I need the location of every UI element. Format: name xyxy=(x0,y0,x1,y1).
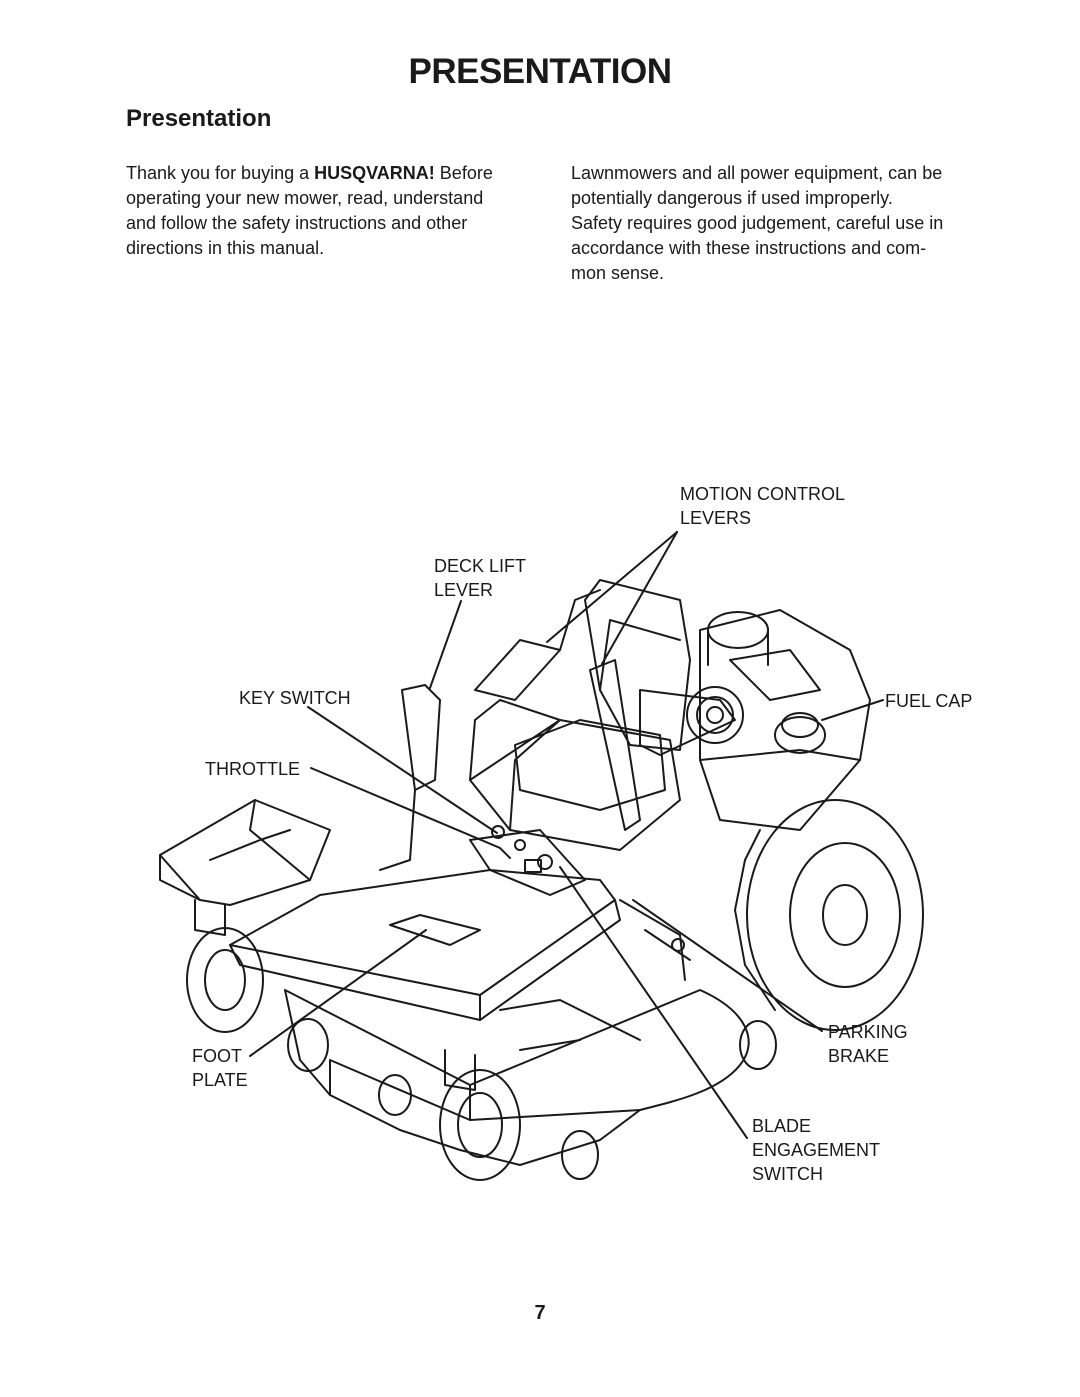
intro-left-line-2: operating your new mower, read, understa… xyxy=(126,188,484,208)
leader-deck-lift xyxy=(429,600,462,689)
page-number: 7 xyxy=(534,1302,546,1324)
intro-left-line-1: Thank you for buying a HUSQVARNA! Before xyxy=(126,163,493,183)
motion-lever-left xyxy=(474,639,561,701)
brand-name: HUSQVARNA! xyxy=(314,163,435,183)
intro-right-line-4: accordance with these instructions and c… xyxy=(571,238,927,258)
intro-right-line-1: Lawnmowers and all power equipment, can … xyxy=(571,163,943,183)
caster-front-left xyxy=(186,927,264,1033)
page-title: PRESENTATION xyxy=(408,52,673,91)
leader-throttle xyxy=(310,767,511,859)
leader-foot-plate xyxy=(249,929,427,1057)
chassis-body xyxy=(469,719,681,851)
callout-throttle: THROTTLE xyxy=(205,759,301,779)
discharge-chute xyxy=(159,799,331,906)
callout-fuel-cap: FUEL CAP xyxy=(885,691,973,711)
intro-right-line-2: potentially dangerous if used improperly… xyxy=(571,188,893,208)
control-panel xyxy=(469,829,586,896)
leader-motion-control-left xyxy=(546,531,678,643)
leader-fuel-cap xyxy=(821,699,884,721)
intro-left-line-4: directions in this manual. xyxy=(126,238,325,258)
leader-key-switch xyxy=(307,706,498,834)
cutting-deck xyxy=(284,989,750,1166)
callout-key-switch: KEY SWITCH xyxy=(239,688,351,708)
leader-motion-control-right xyxy=(601,531,678,665)
air-filter xyxy=(707,611,769,649)
section-heading: Presentation xyxy=(126,105,272,132)
callout-blade-engagement-switch: BLADE ENGAGEMENT SWITCH xyxy=(752,1116,881,1184)
intro-left-line-3: and follow the safety instructions and o… xyxy=(126,213,468,233)
intro-paragraph-left: Thank you for buying a HUSQVARNA! Before… xyxy=(126,161,536,261)
leader-blade-engagement xyxy=(559,866,748,1139)
intro-right-line-5: mon sense. xyxy=(571,263,665,283)
rear-wheel xyxy=(746,799,924,1031)
callout-deck-lift-lever: DECK LIFT LEVER xyxy=(434,556,527,600)
deck-lift-lever-shape xyxy=(401,684,441,791)
fuel-cap-shape xyxy=(774,716,826,754)
seat-cushion xyxy=(514,719,666,811)
seat-back xyxy=(584,579,691,751)
intro-paragraph-right: Lawnmowers and all power equipment, can … xyxy=(571,161,991,286)
callout-foot-plate: FOOT PLATE xyxy=(192,1046,248,1090)
motion-lever-right xyxy=(589,659,641,831)
callout-motion-control-levers: MOTION CONTROL LEVERS xyxy=(680,484,845,528)
callout-parking-brake: PARKING BRAKE xyxy=(828,1022,908,1066)
leader-parking-brake xyxy=(632,899,823,1032)
intro-right-line-3: Safety requires good judgement, careful … xyxy=(571,213,944,233)
caster-front-mid xyxy=(439,1069,521,1181)
